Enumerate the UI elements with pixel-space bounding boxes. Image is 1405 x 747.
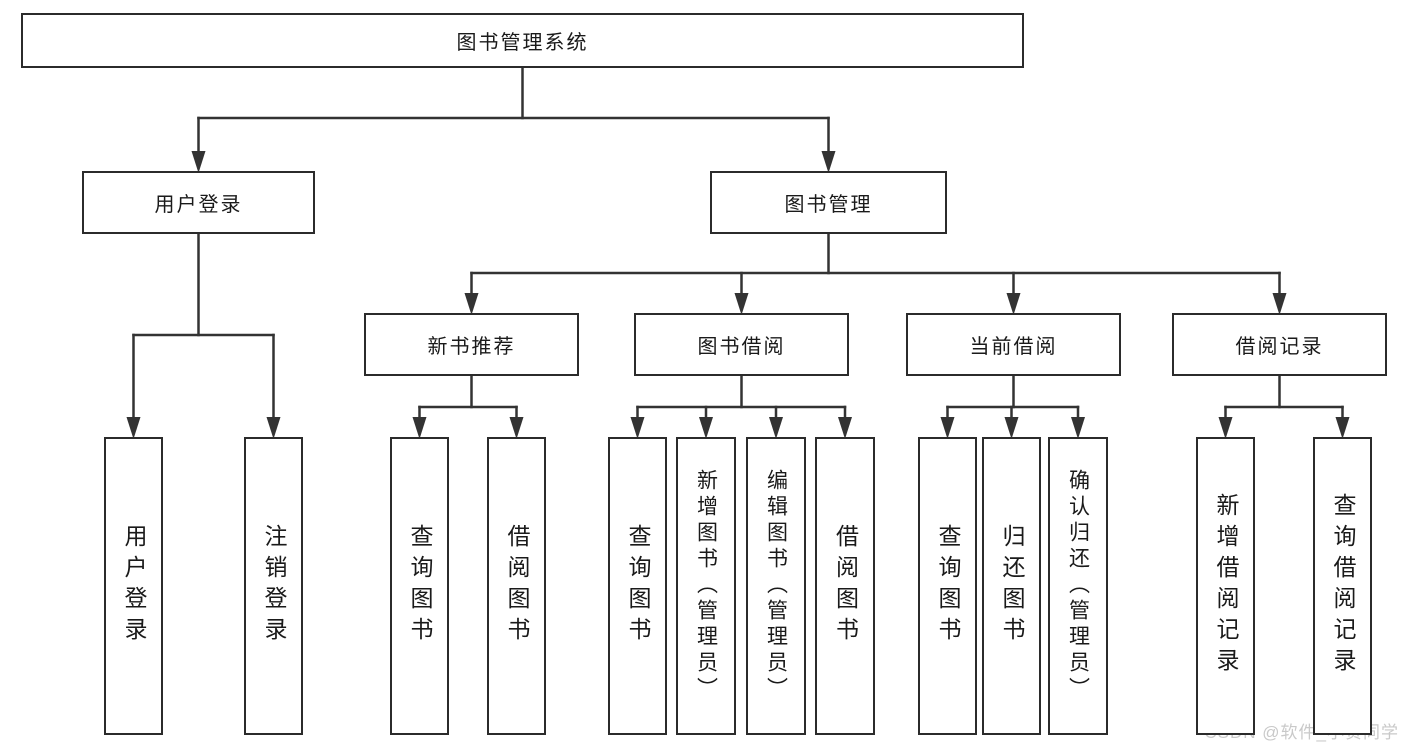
arrowhead-icon xyxy=(821,151,836,173)
tree-node-label-leaf-logout: 注销登录 xyxy=(261,524,287,648)
tree-node-leaf-nbr-query: 查询图书 xyxy=(390,437,449,735)
arrowhead-icon xyxy=(126,417,141,439)
tree-node-label-user-login: 用户登录 xyxy=(154,194,243,216)
tree-node-leaf-cb-confirm: 确认归还（管理员） xyxy=(1048,437,1108,735)
tree-node-book-mgmt: 图书管理 xyxy=(710,171,947,234)
tree-node-label-leaf-bb-query: 查询图书 xyxy=(625,524,651,648)
tree-node-leaf-cb-return: 归还图书 xyxy=(982,437,1041,735)
arrowhead-icon xyxy=(940,417,955,439)
arrowhead-icon xyxy=(1335,417,1350,439)
tree-node-leaf-user-login: 用户登录 xyxy=(104,437,163,735)
tree-node-label-leaf-nbr-query: 查询图书 xyxy=(407,524,433,648)
tree-node-label-leaf-bb-borrow: 借阅图书 xyxy=(832,524,859,648)
arrowhead-icon xyxy=(1218,417,1233,439)
tree-node-leaf-br-query: 查询借阅记录 xyxy=(1313,437,1372,735)
arrowhead-icon xyxy=(191,151,206,173)
arrowhead-icon xyxy=(1004,417,1019,439)
tree-node-current-borrow: 当前借阅 xyxy=(906,313,1121,376)
tree-node-leaf-br-add: 新增借阅记录 xyxy=(1196,437,1255,735)
arrowhead-icon xyxy=(734,293,749,315)
tree-node-label-leaf-user-login: 用户登录 xyxy=(121,524,147,648)
tree-node-borrow-record: 借阅记录 xyxy=(1172,313,1387,376)
tree-node-label-leaf-cb-query: 查询图书 xyxy=(935,524,961,648)
arrowhead-icon xyxy=(1071,417,1085,439)
tree-node-leaf-bb-add: 新增图书（管理员） xyxy=(676,437,736,735)
tree-node-label-leaf-cb-confirm: 确认归还（管理员） xyxy=(1066,469,1090,703)
tree-node-leaf-bb-edit: 编辑图书（管理员） xyxy=(746,437,806,735)
tree-node-label-current-borrow: 当前借阅 xyxy=(969,336,1058,358)
tree-node-label-book-borrow: 图书借阅 xyxy=(697,336,786,358)
arrowhead-icon xyxy=(464,293,479,315)
tree-node-label-leaf-bb-add: 新增图书（管理员） xyxy=(694,469,718,703)
tree-node-label-leaf-br-add: 新增借阅记录 xyxy=(1213,493,1239,679)
tree-node-label-book-mgmt: 图书管理 xyxy=(784,194,873,216)
arrowhead-icon xyxy=(412,417,427,439)
tree-node-leaf-cb-query: 查询图书 xyxy=(918,437,977,735)
tree-node-new-book-rec: 新书推荐 xyxy=(364,313,579,376)
tree-node-leaf-nbr-borrow: 借阅图书 xyxy=(487,437,546,735)
tree-node-user-login: 用户登录 xyxy=(82,171,315,234)
tree-node-leaf-logout: 注销登录 xyxy=(244,437,303,735)
arrowhead-icon xyxy=(769,417,783,439)
arrowhead-icon xyxy=(699,417,713,439)
tree-node-root: 图书管理系统 xyxy=(21,13,1024,68)
arrowhead-icon xyxy=(509,417,524,439)
tree-node-label-root: 图书管理系统 xyxy=(456,32,589,54)
tree-node-label-leaf-bb-edit: 编辑图书（管理员） xyxy=(764,469,788,703)
arrowhead-icon xyxy=(838,417,852,439)
tree-node-label-leaf-nbr-borrow: 借阅图书 xyxy=(504,524,530,648)
tree-node-label-new-book-rec: 新书推荐 xyxy=(427,336,516,358)
arrowhead-icon xyxy=(630,417,645,439)
tree-node-leaf-bb-query: 查询图书 xyxy=(608,437,667,735)
arrowhead-icon xyxy=(1272,293,1287,315)
tree-node-leaf-bb-borrow: 借阅图书 xyxy=(815,437,875,735)
tree-node-book-borrow: 图书借阅 xyxy=(634,313,849,376)
tree-node-label-leaf-cb-return: 归还图书 xyxy=(999,524,1025,648)
arrowhead-icon xyxy=(266,417,281,439)
tree-node-label-leaf-br-query: 查询借阅记录 xyxy=(1330,493,1356,679)
tree-node-label-borrow-record: 借阅记录 xyxy=(1235,336,1324,358)
arrowhead-icon xyxy=(1006,293,1021,315)
